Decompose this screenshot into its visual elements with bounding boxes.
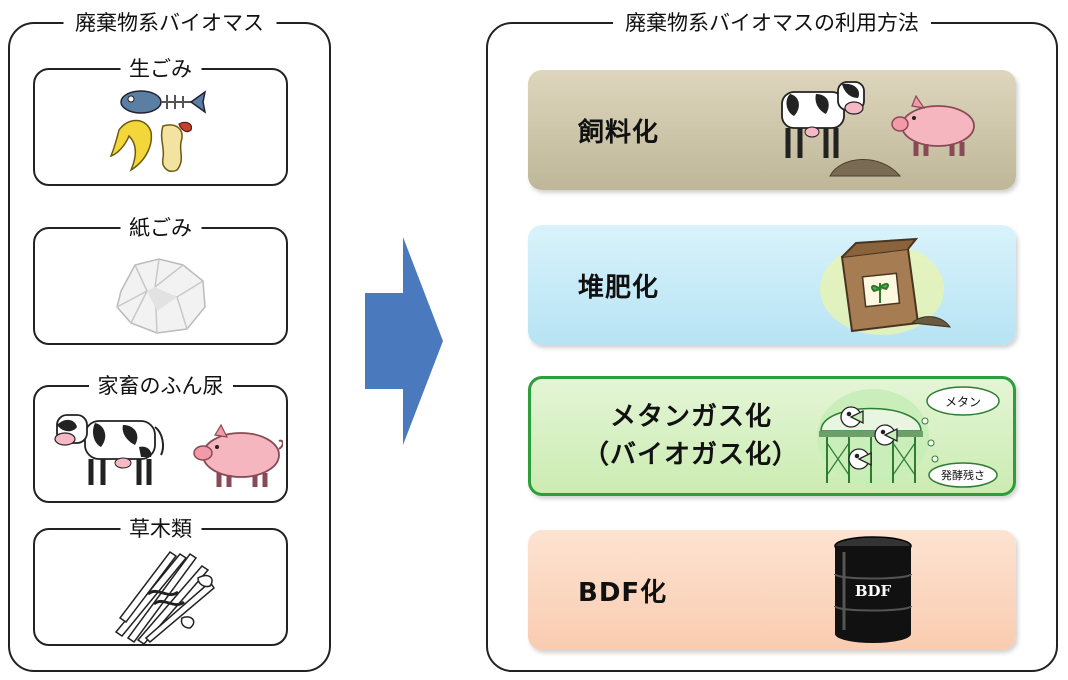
method-methane: メタンガス化 （バイオガス化） メタン 発酵残さ [528, 376, 1016, 496]
utilization-methods-title: 廃棄物系バイオマスの利用方法 [613, 9, 931, 37]
cow-and-pig-icon [54, 414, 283, 487]
crumpled-paper-icon [116, 258, 206, 334]
source-paper-waste: 紙ごみ [33, 214, 288, 345]
method-compost: 堆肥化 [528, 225, 1016, 345]
method-label: 飼料化 [578, 117, 660, 148]
method-feed: 飼料化 [528, 70, 1016, 190]
compost-bag-icon [820, 237, 952, 335]
bundle-of-branches-icon [114, 550, 215, 644]
source-livestock-manure: 家畜のふん尿 [33, 372, 288, 503]
utilization-methods-panel: 廃棄物系バイオマスの利用方法 [486, 9, 1058, 672]
source-label: 紙ごみ [120, 214, 201, 242]
waste-biomass-title: 廃棄物系バイオマス [63, 9, 276, 37]
biogas-tank-icon: メタン 発酵残さ [817, 386, 1000, 488]
drum-label: BDF [855, 582, 892, 600]
source-label: 生ごみ [120, 55, 201, 83]
source-grass-wood: 草木類 [33, 515, 288, 646]
method-label: メタンガス化 （バイオガス化） [551, 379, 831, 493]
oil-drum-icon: BDF [834, 536, 912, 643]
right-arrow-icon [365, 237, 443, 445]
source-food-waste: 生ごみ [33, 55, 288, 186]
method-label-line2: （バイオガス化） [582, 440, 799, 470]
method-label-line1: メタンガス化 [609, 402, 772, 432]
food-waste-icon [109, 90, 207, 172]
waste-biomass-panel: 廃棄物系バイオマス [8, 9, 331, 672]
method-label: BDF化 [578, 577, 668, 608]
bubble-residue-label: 発酵残さ [941, 468, 985, 482]
source-label: 家畜のふん尿 [88, 372, 233, 400]
method-bdf: BDF化 BDF [528, 530, 1016, 650]
cow-pig-feed-icon [781, 81, 975, 177]
source-label: 草木類 [120, 515, 201, 543]
method-label: 堆肥化 [578, 272, 660, 303]
bubble-methane-label: メタン [945, 395, 981, 409]
